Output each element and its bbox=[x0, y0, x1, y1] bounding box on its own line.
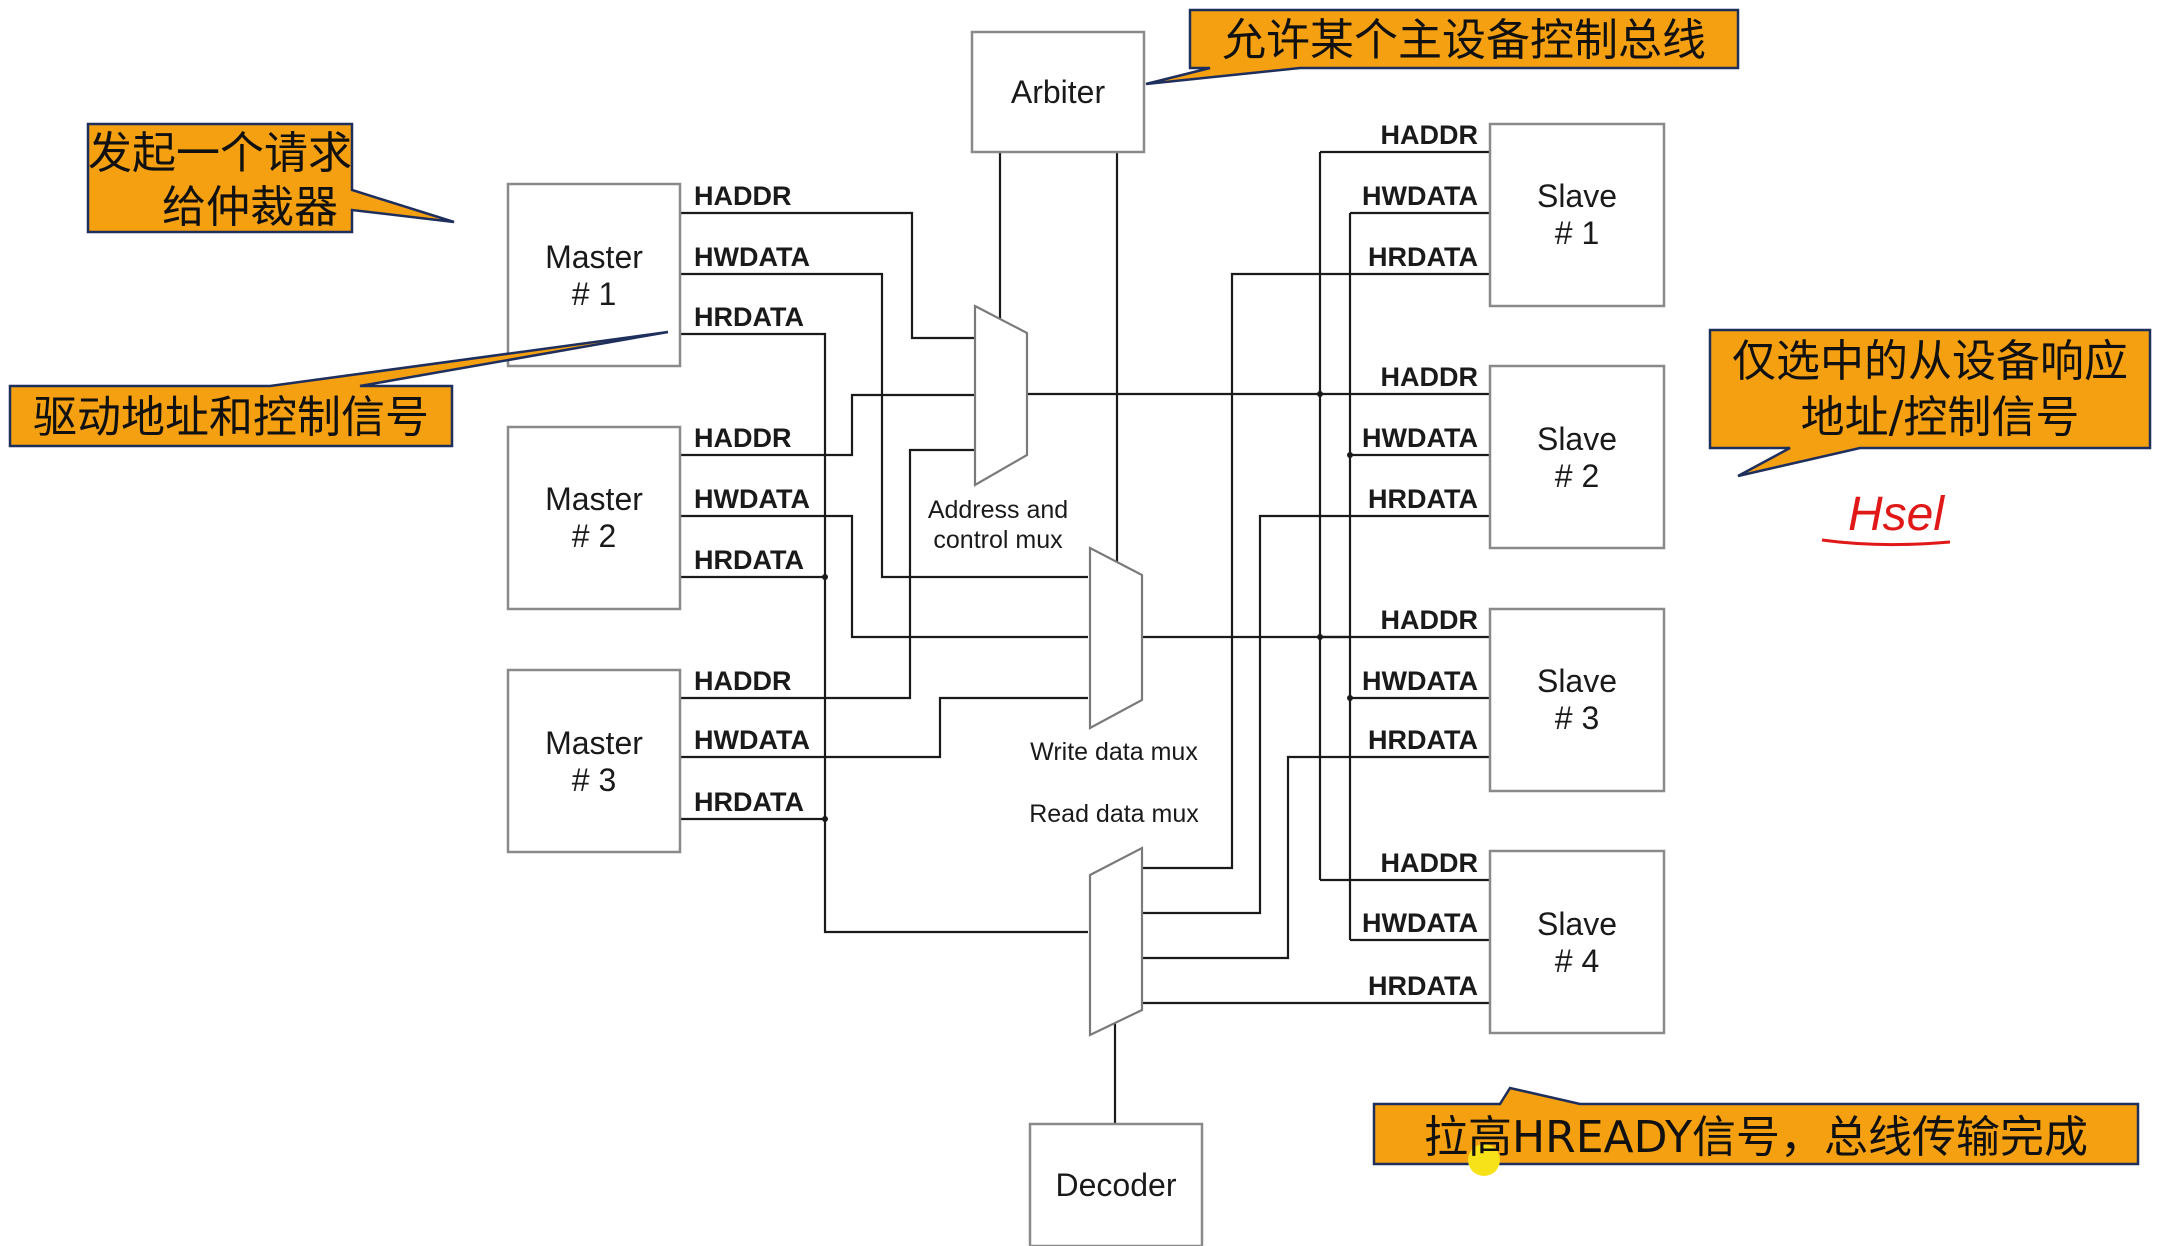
slave-2-block: Slave # 2 bbox=[1488, 364, 1666, 550]
signal-label-hwdata: HWDATA bbox=[1362, 423, 1478, 453]
signal-label-hrdata: HRDATA bbox=[1368, 971, 1478, 1001]
signal-label-haddr: HADDR bbox=[1381, 605, 1479, 635]
slave-number: # 4 bbox=[1555, 943, 1599, 979]
wire-m2-hwdata bbox=[680, 514, 1088, 639]
address-control-mux bbox=[973, 304, 1029, 487]
callout-ready-text: 拉高HREADY信号，总线传输完成 bbox=[1424, 1112, 2088, 1163]
callout-drive-note: 驱动地址和控制信号 bbox=[8, 330, 669, 448]
signal-label-hrdata: HRDATA bbox=[694, 302, 804, 332]
signal-label-haddr: HADDR bbox=[694, 181, 792, 211]
address-mux-caption-line2: control mux bbox=[933, 526, 1063, 554]
junction-dot bbox=[1317, 391, 1323, 397]
signal-label-haddr: HADDR bbox=[1381, 120, 1479, 150]
callout-arbiter-note: 允许某个主设备控制总线 bbox=[1145, 8, 1740, 86]
handwritten-underline bbox=[1821, 538, 1951, 547]
junction-dot bbox=[1317, 634, 1323, 640]
callout-slave-text-line2: 地址/控制信号 bbox=[1801, 392, 2080, 443]
slave-number: # 1 bbox=[1555, 215, 1599, 251]
handwritten-text: Hsel bbox=[1848, 488, 1945, 541]
write-mux-caption: Write data mux bbox=[1030, 738, 1198, 766]
decoder-label: Decoder bbox=[1056, 1167, 1177, 1203]
junction-dot bbox=[1347, 452, 1353, 458]
junction-dot bbox=[822, 816, 828, 822]
wire-m1-hwdata bbox=[680, 272, 1088, 579]
slave-number: # 3 bbox=[1555, 700, 1599, 736]
slave-name: Slave bbox=[1537, 178, 1617, 214]
master-2-block: Master # 2 bbox=[506, 425, 682, 611]
callout-request-note: 发起一个请求 给仲裁器 bbox=[86, 122, 455, 234]
master-name: Master bbox=[545, 239, 643, 275]
callout-slave-text-line1: 仅选中的从设备响应 bbox=[1732, 336, 2128, 387]
wire-s3-hrdata bbox=[1142, 755, 1490, 960]
wire-s1-hrdata bbox=[1142, 272, 1490, 870]
master-number: # 3 bbox=[572, 762, 616, 798]
wire-m3-haddr bbox=[680, 448, 975, 700]
signal-label-haddr: HADDR bbox=[1381, 362, 1479, 392]
read-data-mux bbox=[1088, 846, 1144, 1037]
signal-label-hwdata: HWDATA bbox=[1362, 181, 1478, 211]
master-number: # 1 bbox=[572, 276, 616, 312]
junction-dot bbox=[1347, 695, 1353, 701]
slave-name: Slave bbox=[1537, 663, 1617, 699]
arbiter-label: Arbiter bbox=[1011, 74, 1106, 110]
master-3-block: Master # 3 bbox=[506, 668, 682, 854]
master-1-block: Master # 1 bbox=[506, 182, 682, 368]
wire-m3-hwdata bbox=[680, 696, 1088, 759]
wire-m1-hrdata bbox=[680, 332, 1088, 934]
signal-label-hwdata: HWDATA bbox=[694, 725, 810, 755]
signal-label-hrdata: HRDATA bbox=[1368, 725, 1478, 755]
signal-label-hwdata: HWDATA bbox=[694, 242, 810, 272]
callout-ready-note: 拉高HREADY信号，总线传输完成 bbox=[1372, 1086, 2140, 1176]
signal-label-hwdata: HWDATA bbox=[1362, 908, 1478, 938]
callout-request-text-line1: 发起一个请求 bbox=[88, 128, 352, 179]
master-name: Master bbox=[545, 481, 643, 517]
callout-drive-text: 驱动地址和控制信号 bbox=[33, 392, 429, 443]
slave-name: Slave bbox=[1537, 906, 1617, 942]
write-data-mux bbox=[1088, 546, 1144, 730]
slave-4-block: Slave # 4 bbox=[1488, 849, 1666, 1035]
highlight-dot bbox=[1468, 1144, 1500, 1176]
master-number: # 2 bbox=[572, 518, 616, 554]
signal-label-hrdata: HRDATA bbox=[1368, 242, 1478, 272]
signal-label-hwdata: HWDATA bbox=[1362, 666, 1478, 696]
junction-dot bbox=[822, 574, 828, 580]
callout-request-text-line2: 给仲裁器 bbox=[162, 182, 338, 233]
signal-label-haddr: HADDR bbox=[694, 423, 792, 453]
master-signal-labels: HADDR HWDATA HRDATA HADDR HWDATA HRDATA … bbox=[694, 181, 810, 817]
arbiter-block: Arbiter bbox=[970, 30, 1146, 154]
signal-label-hrdata: HRDATA bbox=[694, 787, 804, 817]
slave-number: # 2 bbox=[1555, 458, 1599, 494]
signal-label-haddr: HADDR bbox=[694, 666, 792, 696]
signal-label-hrdata: HRDATA bbox=[694, 545, 804, 575]
callout-slave-note: 仅选中的从设备响应 地址/控制信号 bbox=[1708, 328, 2152, 478]
handwritten-annotation: Hsel bbox=[1821, 488, 1951, 547]
signal-label-hwdata: HWDATA bbox=[694, 484, 810, 514]
signal-label-hrdata: HRDATA bbox=[1368, 484, 1478, 514]
slave-1-block: Slave # 1 bbox=[1488, 122, 1666, 308]
address-mux-caption-line1: Address and bbox=[928, 496, 1068, 524]
master-name: Master bbox=[545, 725, 643, 761]
read-mux-caption: Read data mux bbox=[1029, 800, 1199, 828]
slave-3-block: Slave # 3 bbox=[1488, 607, 1666, 793]
callout-arbiter-text: 允许某个主设备控制总线 bbox=[1222, 15, 1706, 66]
bus-wires bbox=[680, 150, 1490, 1124]
wire-m1-haddr bbox=[680, 211, 975, 340]
signal-label-haddr: HADDR bbox=[1381, 848, 1479, 878]
wire-m2-haddr bbox=[680, 393, 975, 457]
slave-name: Slave bbox=[1537, 421, 1617, 457]
slave-signal-labels: HADDR HWDATA HRDATA HADDR HWDATA HRDATA … bbox=[1362, 120, 1478, 1001]
wire-s2-hrdata bbox=[1142, 514, 1490, 915]
decoder-block: Decoder bbox=[1028, 1122, 1204, 1246]
